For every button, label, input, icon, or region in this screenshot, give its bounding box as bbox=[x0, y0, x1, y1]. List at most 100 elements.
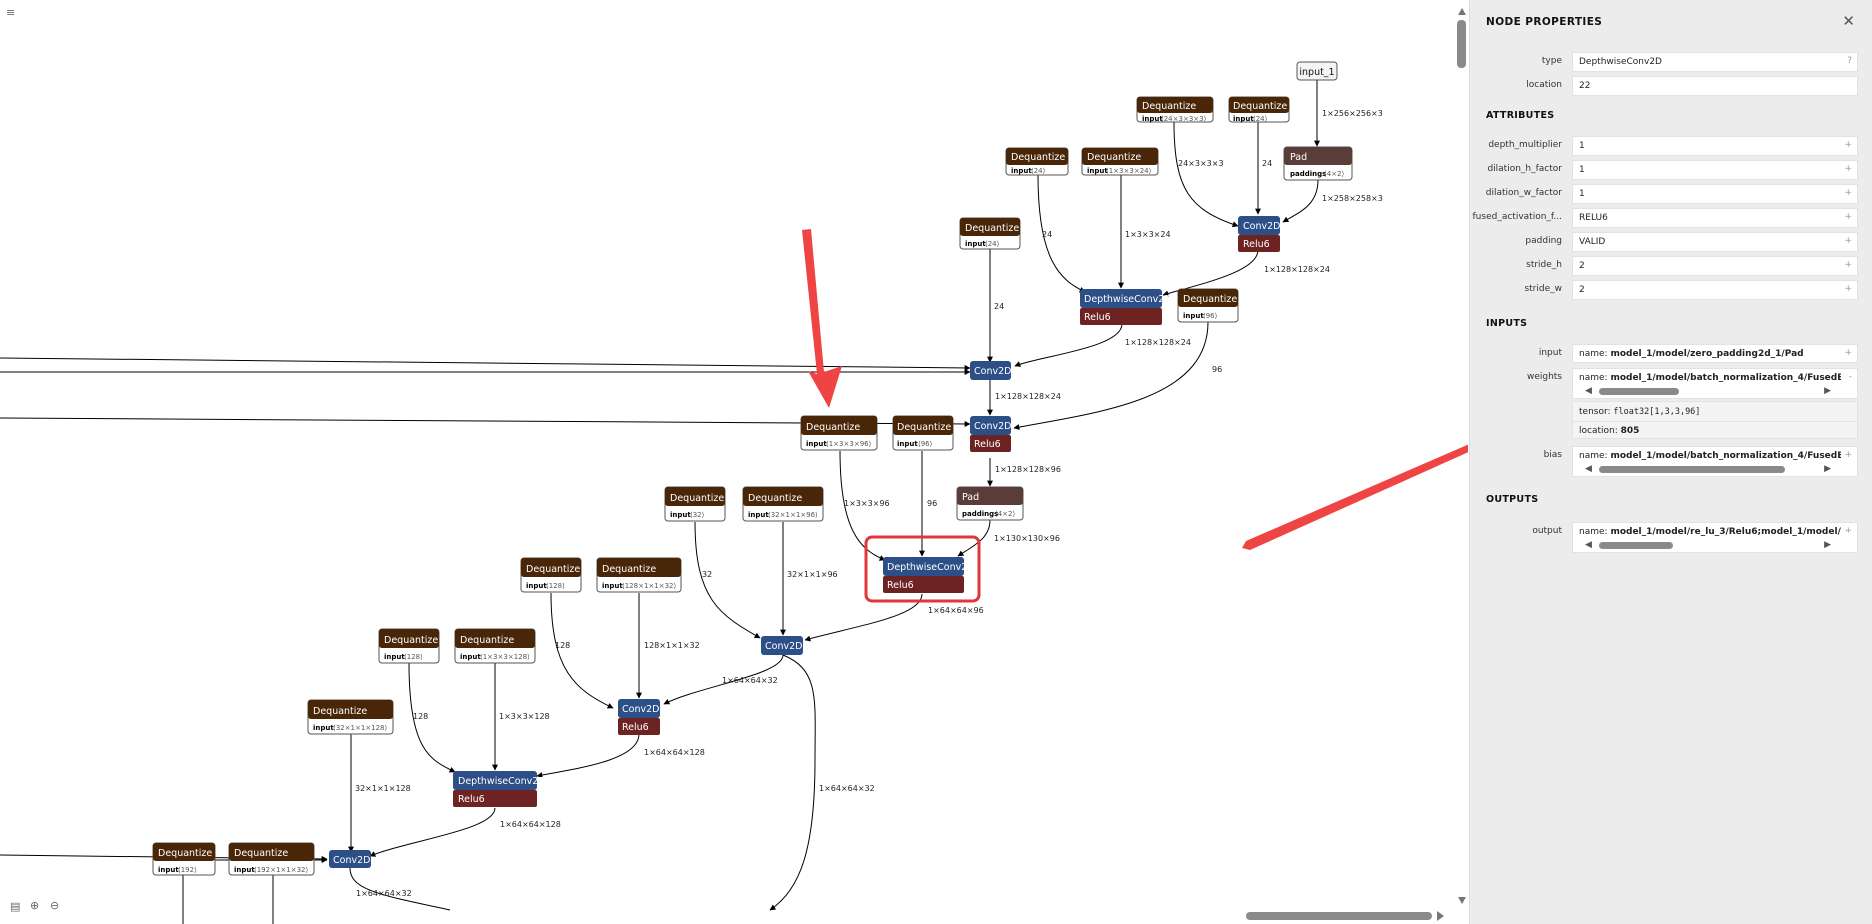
collapse-icon[interactable]: - bbox=[1848, 372, 1852, 382]
attribute-value[interactable]: 1+ bbox=[1572, 160, 1858, 180]
node-dequantize[interactable]: Dequantize input ⟨1×3×3×96⟩ bbox=[800, 415, 878, 451]
edge bbox=[1013, 321, 1209, 430]
graph-canvas[interactable]: 1×256×256×3 24×3×3×3 24 1×258×258×3 24 1… bbox=[0, 0, 1468, 924]
type-value: DepthwiseConv2D bbox=[1579, 57, 1662, 67]
expand-icon[interactable]: + bbox=[1844, 164, 1852, 174]
weights-name: model_1/model/batch_normalization_4/Fuse… bbox=[1610, 373, 1841, 383]
scrollbar-thumb[interactable] bbox=[1599, 388, 1679, 395]
scrollbar-thumb[interactable] bbox=[1599, 466, 1785, 473]
expand-icon[interactable]: + bbox=[1844, 284, 1852, 294]
node-conv2d[interactable]: Conv2D bbox=[761, 636, 803, 655]
zoom-out-icon[interactable]: ⊖ bbox=[50, 899, 60, 912]
node-dequantize[interactable]: Dequantize input ⟨128⟩ bbox=[520, 557, 582, 593]
expand-icon[interactable]: + bbox=[1844, 188, 1852, 198]
weights-hscroll[interactable]: ◀ ▶ bbox=[1579, 386, 1851, 396]
vertical-scrollbar-thumb[interactable] bbox=[1457, 20, 1466, 68]
node-dequantize[interactable]: Dequantize input ⟨96⟩ bbox=[1177, 288, 1239, 323]
annotation-arrow-down bbox=[802, 229, 842, 408]
property-value[interactable]: DepthwiseConv2D ? bbox=[1572, 52, 1858, 72]
node-dequantize[interactable]: Dequantize input ⟨24⟩ bbox=[1005, 147, 1069, 176]
scroll-right-icon[interactable]: ▶ bbox=[1824, 540, 1831, 550]
output-hscroll[interactable]: ◀ ▶ bbox=[1579, 540, 1851, 550]
bias-value[interactable]: name: model_1/model/batch_normalization_… bbox=[1572, 446, 1858, 477]
attribute-value[interactable]: 1+ bbox=[1572, 136, 1858, 156]
scroll-down-icon[interactable] bbox=[1458, 897, 1466, 904]
node-dequantize[interactable]: Dequantize input ⟨32×1×1×128⟩ bbox=[307, 699, 394, 735]
scroll-up-icon[interactable] bbox=[1458, 8, 1466, 15]
node-dequantize[interactable]: Dequantize input ⟨32×1×1×96⟩ bbox=[742, 486, 824, 522]
input-value[interactable]: name: model_1/model/zero_padding2d_1/Pad… bbox=[1572, 344, 1858, 363]
node-dequantize[interactable]: Dequantize input ⟨1×3×3×24⟩ bbox=[1081, 147, 1159, 176]
node-input[interactable]: input_1 bbox=[1296, 61, 1338, 81]
help-icon[interactable]: ? bbox=[1847, 56, 1852, 66]
attribute-value[interactable]: VALID+ bbox=[1572, 232, 1858, 252]
edge bbox=[349, 867, 451, 911]
node-dequantize[interactable]: Dequantize input ⟨192⟩ bbox=[152, 842, 216, 876]
node-title: Dequantize bbox=[313, 706, 367, 717]
scroll-left-icon[interactable]: ◀ bbox=[1585, 540, 1592, 550]
close-icon[interactable]: ✕ bbox=[1842, 12, 1855, 30]
scroll-left-icon[interactable]: ◀ bbox=[1585, 386, 1592, 396]
menu-icon[interactable]: ≡ bbox=[6, 6, 16, 19]
attribute-value[interactable]: 1+ bbox=[1572, 184, 1858, 204]
node-conv2d[interactable]: Conv2D bbox=[329, 850, 371, 868]
node-title: Conv2D bbox=[974, 421, 1011, 432]
expand-icon[interactable]: + bbox=[1844, 260, 1852, 270]
node-dequantize[interactable]: Dequantize input ⟨96⟩ bbox=[892, 415, 954, 451]
horizontal-scrollbar-thumb[interactable] bbox=[1246, 912, 1432, 920]
scrollbar-thumb[interactable] bbox=[1599, 542, 1673, 549]
edge-label: 24 bbox=[994, 302, 1004, 311]
expand-icon[interactable]: + bbox=[1844, 526, 1852, 536]
node-attr-key: paddings bbox=[962, 510, 998, 518]
node-attr-key: input bbox=[965, 240, 986, 248]
node-conv2d[interactable]: Conv2D Relu6 bbox=[618, 699, 660, 735]
weights-value[interactable]: name: model_1/model/batch_normalization_… bbox=[1572, 368, 1858, 399]
expand-icon[interactable]: + bbox=[1844, 212, 1852, 222]
node-dequantize[interactable]: Dequantize input ⟨128⟩ bbox=[378, 628, 440, 664]
node-dequantize[interactable]: Dequantize input ⟨24⟩ bbox=[1228, 96, 1290, 123]
node-title: Dequantize bbox=[158, 848, 212, 859]
selection-highlight bbox=[864, 535, 981, 603]
panel-title: NODE PROPERTIES bbox=[1486, 16, 1603, 28]
bias-hscroll[interactable]: ◀ ▶ bbox=[1579, 464, 1851, 474]
expand-icon[interactable]: + bbox=[1844, 348, 1852, 358]
scroll-right-icon[interactable]: ▶ bbox=[1824, 464, 1831, 474]
node-dequantize[interactable]: Dequantize input ⟨128×1×1×32⟩ bbox=[596, 557, 682, 593]
node-dequantize[interactable]: Dequantize input ⟨32⟩ bbox=[664, 486, 726, 522]
node-depthwiseconv2d[interactable]: DepthwiseConv2D Relu6 bbox=[1080, 289, 1172, 325]
edge bbox=[408, 662, 456, 773]
node-conv2d[interactable]: Conv2D bbox=[970, 361, 1011, 380]
weights-tensor-details: tensor: float32[1,3,3,96] location: 805 bbox=[1572, 401, 1858, 439]
scroll-left-icon[interactable]: ◀ bbox=[1585, 464, 1592, 474]
scroll-right-icon[interactable] bbox=[1437, 911, 1444, 921]
output-value[interactable]: name: model_1/model/re_lu_3/Relu6;model_… bbox=[1572, 522, 1858, 553]
node-conv2d[interactable]: Conv2D Relu6 bbox=[1238, 216, 1280, 252]
node-pad[interactable]: Pad paddings ⟨4×2⟩ bbox=[1283, 146, 1353, 181]
node-dequantize[interactable]: Dequantize input ⟨24×3×3×3⟩ bbox=[1136, 96, 1214, 123]
expand-icon[interactable]: + bbox=[1844, 450, 1852, 460]
attribute-value[interactable]: RELU6+ bbox=[1572, 208, 1858, 228]
attribute-value[interactable]: 2+ bbox=[1572, 256, 1858, 276]
graph-svg[interactable]: 1×256×256×3 24×3×3×3 24 1×258×258×3 24 1… bbox=[0, 0, 1468, 924]
node-title: Conv2D bbox=[1243, 221, 1280, 232]
scroll-right-icon[interactable]: ▶ bbox=[1824, 386, 1831, 396]
node-depthwiseconv2d-selected[interactable]: DepthwiseConv2D Relu6 bbox=[864, 535, 981, 603]
attribute-label: stride_h bbox=[1526, 260, 1562, 270]
edge bbox=[663, 654, 784, 705]
location-value: 22 bbox=[1579, 81, 1591, 91]
node-attr-key: input bbox=[526, 582, 547, 590]
sidebar-toggle-icon[interactable]: ▤ bbox=[10, 900, 21, 913]
expand-icon[interactable]: + bbox=[1844, 236, 1852, 246]
node-conv2d[interactable]: Conv2D Relu6 bbox=[970, 416, 1011, 452]
node-dequantize[interactable]: Dequantize input ⟨24⟩ bbox=[959, 217, 1021, 250]
expand-icon[interactable]: + bbox=[1844, 140, 1852, 150]
property-value[interactable]: 22 bbox=[1572, 76, 1858, 96]
attribute-value[interactable]: 2+ bbox=[1572, 280, 1858, 300]
node-activation: Relu6 bbox=[887, 580, 914, 591]
node-dequantize[interactable]: Dequantize input ⟨1×3×3×128⟩ bbox=[454, 628, 536, 664]
node-attr-value: ⟨32×1×1×96⟩ bbox=[768, 511, 818, 519]
node-pad[interactable]: Pad paddings ⟨4×2⟩ bbox=[956, 486, 1024, 521]
node-depthwiseconv2d[interactable]: DepthwiseConv2D Relu6 bbox=[453, 771, 546, 807]
node-dequantize[interactable]: Dequantize input ⟨192×1×1×32⟩ bbox=[228, 842, 315, 876]
zoom-in-icon[interactable]: ⊕ bbox=[30, 899, 40, 912]
